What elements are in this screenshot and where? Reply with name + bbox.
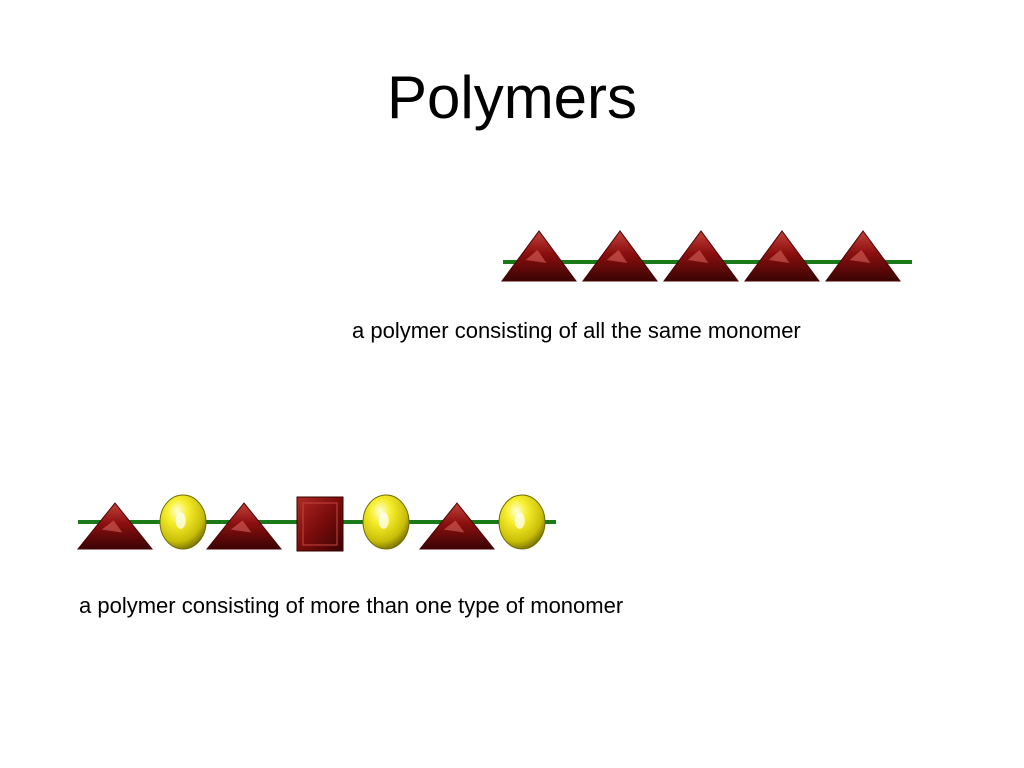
monomer-triangle [744,230,820,282]
copolymer-chain [76,494,556,552]
monomer-triangle [205,502,283,550]
homopolymer-caption: a polymer consisting of all the same mon… [352,318,801,343]
monomer-sphere [159,494,207,550]
monomer-triangle [76,502,154,550]
monomer-square [296,496,344,552]
monomer-triangle [825,230,901,282]
monomer-sphere [498,494,546,550]
monomer-triangle [418,502,496,550]
slide-title: Polymers [386,64,638,131]
copolymer-caption: a polymer consisting of more than one ty… [79,593,624,618]
homopolymer-monomers [501,230,901,282]
monomer-sphere [362,494,410,550]
copolymer-monomers [76,494,546,552]
monomer-triangle [501,230,577,282]
homopolymer-chain [501,230,912,282]
monomer-triangle [582,230,658,282]
monomer-triangle [663,230,739,282]
